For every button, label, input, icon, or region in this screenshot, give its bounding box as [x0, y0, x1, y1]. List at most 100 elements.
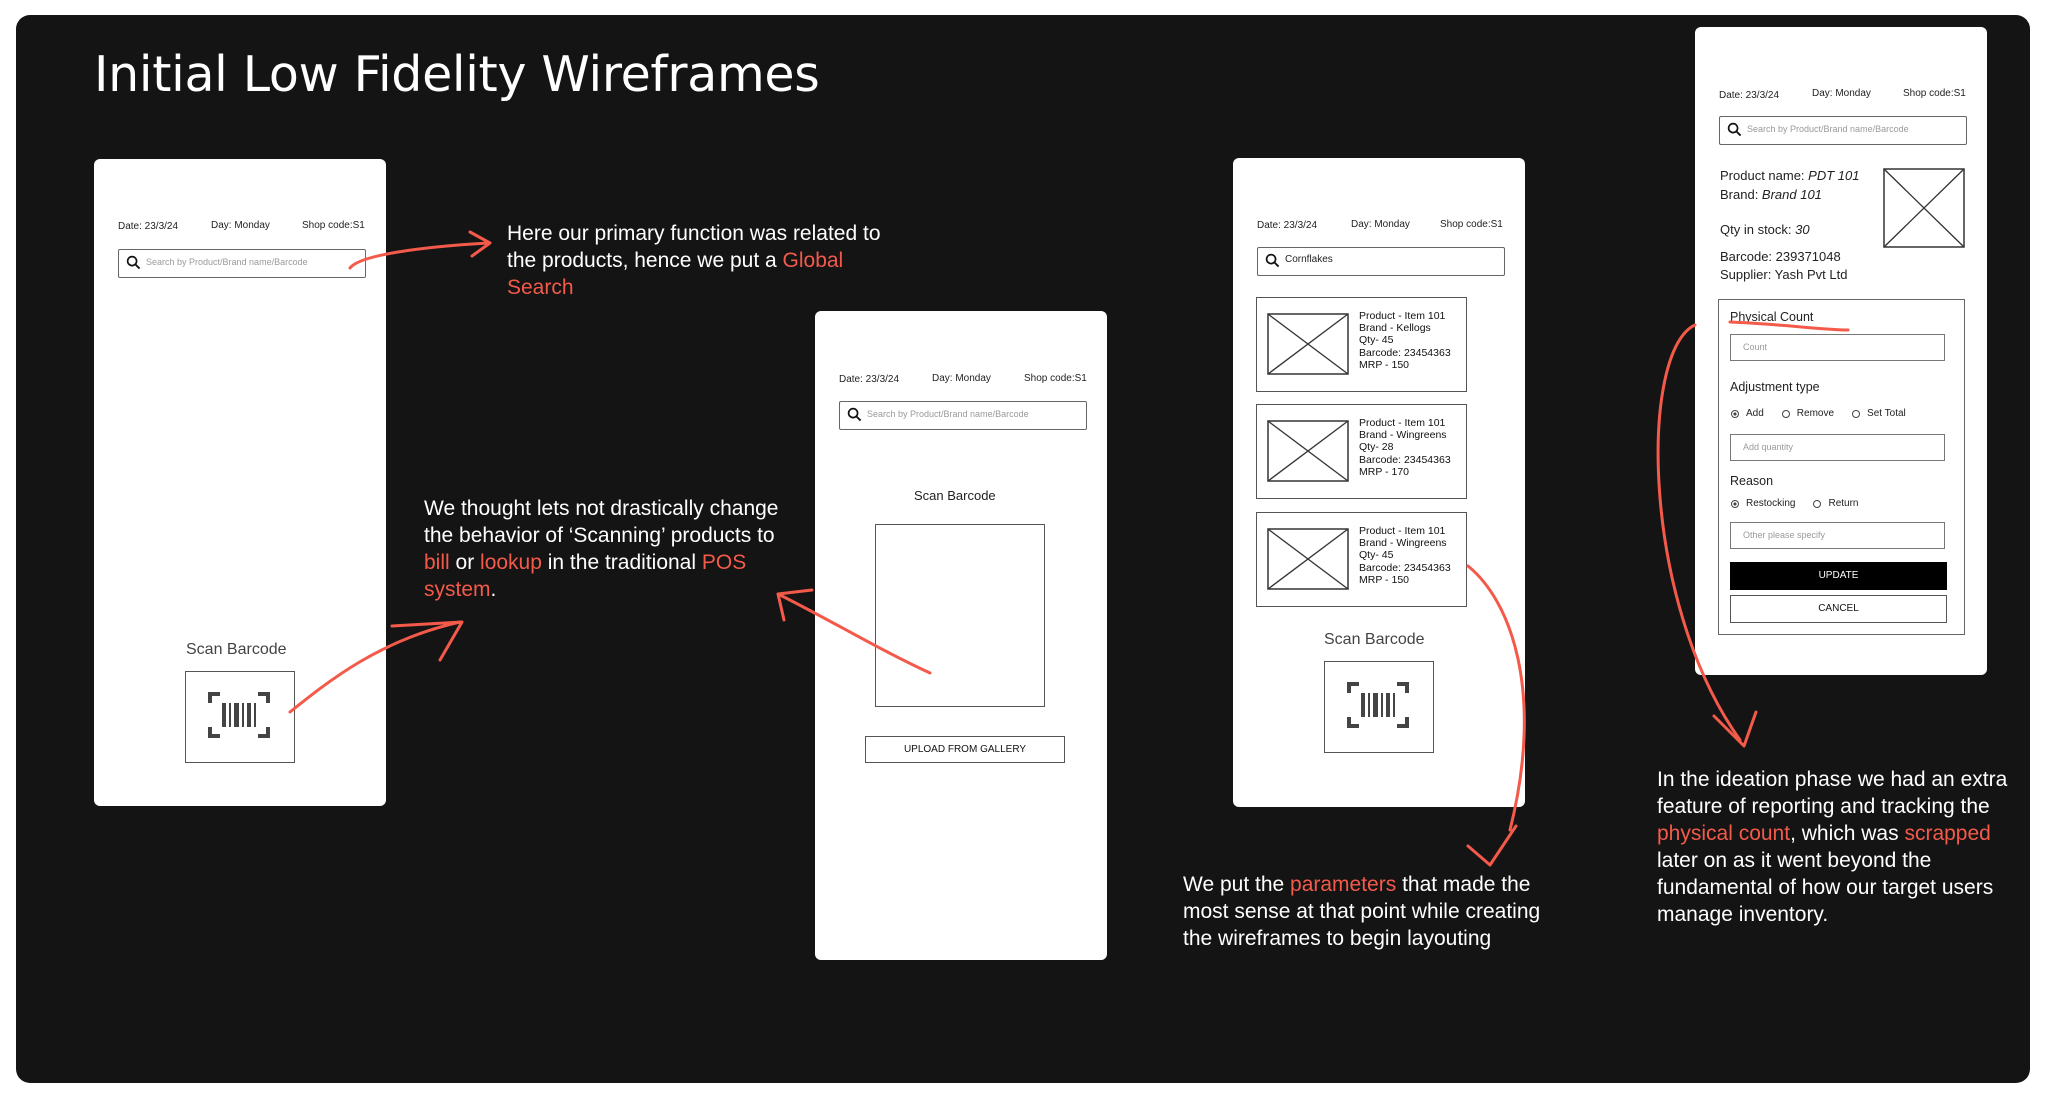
note-text: Here our primary function was related to… — [507, 222, 881, 272]
day-label: Day: Monday — [211, 220, 270, 231]
shop-code-label: Shop code:S1 — [302, 220, 365, 231]
result-qty: Qty- 28 — [1359, 441, 1394, 454]
camera-viewfinder — [875, 524, 1045, 707]
wireframe-search-results: Date: 23/3/24 Day: Monday Shop code:S1 C… — [1233, 158, 1525, 807]
image-placeholder-icon — [1267, 420, 1349, 482]
date-label: Date: 23/3/24 — [1257, 220, 1318, 231]
result-card[interactable]: Product - Item 101 Brand - Wingreens Qty… — [1256, 512, 1467, 607]
shop-code-label: Shop code:S1 — [1440, 219, 1503, 230]
search-icon — [1265, 253, 1280, 268]
search-icon — [126, 255, 141, 270]
note-parameters: We put the parameters that made the most… — [1183, 871, 1553, 952]
product-name: Product name: PDT 101 — [1720, 168, 1859, 183]
barcode-icon — [208, 692, 270, 738]
radio-unselected — [1781, 409, 1790, 418]
adjustment-add-radio[interactable]: Add — [1731, 408, 1764, 419]
image-placeholder-icon — [1267, 313, 1349, 375]
cancel-button[interactable]: CANCEL — [1730, 595, 1947, 623]
scan-barcode-label: Scan Barcode — [186, 641, 287, 658]
brand-label: Brand: — [1720, 187, 1762, 202]
radio-label: Restocking — [1746, 498, 1796, 509]
search-input[interactable]: Cornflakes — [1257, 247, 1505, 276]
note-text: or — [449, 551, 481, 574]
count-input[interactable]: Count — [1730, 334, 1945, 361]
result-product: Product - Item 101 — [1359, 310, 1446, 322]
image-placeholder-icon — [1267, 528, 1349, 590]
product-name-value: PDT 101 — [1808, 168, 1860, 183]
note-scanning: We thought lets not drastically change t… — [424, 495, 804, 603]
qty-value: 30 — [1795, 222, 1810, 237]
result-product: Product - Item 101 — [1359, 417, 1446, 429]
result-card[interactable]: Product - Item 101 Brand - Wingreens Qty… — [1256, 404, 1467, 499]
search-icon — [847, 407, 862, 422]
wireframe-home: Date: 23/3/24 Day: Monday Shop code:S1 S… — [94, 159, 386, 806]
note-highlight: lookup — [480, 551, 542, 574]
note-highlight: physical count — [1657, 822, 1791, 845]
radio-selected — [1731, 409, 1739, 418]
note-text: , which was — [1790, 822, 1905, 845]
search-placeholder: Search by Product/Brand name/Barcode — [1747, 124, 1909, 134]
result-barcode: Barcode: 23454363 — [1359, 453, 1451, 466]
qty-in-stock: Qty in stock: 30 — [1720, 222, 1810, 237]
result-mrp: MRP - 150 — [1359, 358, 1409, 371]
note-text: in the traditional — [541, 551, 702, 574]
search-placeholder: Search by Product/Brand name/Barcode — [867, 409, 1029, 419]
note-text: that made the most sense at that point w… — [1183, 873, 1541, 950]
result-qty: Qty- 45 — [1359, 549, 1394, 562]
note-highlight: Global Search — [507, 249, 844, 299]
day-label: Day: Monday — [1351, 219, 1410, 230]
other-reason-input[interactable]: Other please specify — [1730, 522, 1945, 549]
note-text: We thought lets not drastically change t… — [424, 497, 779, 547]
wireframe-product-detail: Date: 23/3/24 Day: Monday Shop code:S1 S… — [1695, 27, 1987, 675]
wireframe-scan: Date: 23/3/24 Day: Monday Shop code:S1 S… — [815, 311, 1107, 960]
search-value: Cornflakes — [1285, 254, 1333, 265]
search-input[interactable]: Search by Product/Brand name/Barcode — [118, 249, 366, 278]
shop-code-label: Shop code:S1 — [1903, 88, 1966, 99]
reason-restocking-radio[interactable]: Restocking — [1731, 498, 1795, 509]
result-brand: Brand - Kellogs — [1359, 322, 1431, 335]
adjustment-set-total-radio[interactable]: Set Total — [1852, 408, 1906, 419]
note-highlight: bill — [424, 551, 450, 574]
note-text: We put the — [1183, 873, 1291, 896]
result-card[interactable]: Product - Item 101 Brand - Kellogs Qty- … — [1256, 297, 1467, 392]
search-placeholder: Search by Product/Brand name/Barcode — [146, 257, 308, 267]
result-barcode: Barcode: 23454363 — [1359, 346, 1451, 359]
radio-selected — [1731, 499, 1739, 508]
image-placeholder-icon — [1883, 168, 1965, 248]
radio-label: Set Total — [1867, 408, 1906, 419]
physical-count-label: Physical Count — [1730, 310, 1814, 324]
scan-barcode-label: Scan Barcode — [1324, 631, 1425, 648]
result-mrp: MRP - 170 — [1359, 465, 1409, 478]
update-button[interactable]: UPDATE — [1730, 562, 1947, 590]
page-title: Initial Low Fidelity Wireframes — [94, 46, 820, 103]
date-label: Date: 23/3/24 — [839, 374, 900, 385]
scan-barcode-label: Scan Barcode — [914, 488, 996, 503]
qty-label: Qty in stock: — [1720, 222, 1796, 237]
search-input[interactable]: Search by Product/Brand name/Barcode — [839, 401, 1087, 430]
note-highlight: scrapped — [1904, 822, 1991, 845]
note-ideation: In the ideation phase we had an extra fe… — [1657, 766, 2017, 928]
scan-barcode-button[interactable] — [1324, 661, 1434, 753]
reason-label: Reason — [1730, 474, 1774, 488]
upload-from-gallery-button[interactable]: UPLOAD FROM GALLERY — [865, 736, 1065, 763]
radio-unselected — [1852, 409, 1861, 418]
result-details: Product - Item 101 Brand - Kellogs Qty- … — [1359, 310, 1451, 371]
product-name-label: Product name: — [1720, 168, 1809, 183]
note-global-search: Here our primary function was related to… — [507, 220, 882, 301]
result-brand: Brand - Wingreens — [1359, 429, 1447, 442]
day-label: Day: Monday — [932, 373, 991, 384]
result-product: Product - Item 101 — [1359, 525, 1446, 537]
barcode-icon — [1347, 682, 1409, 728]
note-text: . — [490, 578, 497, 601]
radio-label: Add — [1746, 408, 1764, 419]
date-label: Date: 23/3/24 — [118, 221, 179, 232]
adjustment-remove-radio[interactable]: Remove — [1781, 408, 1835, 419]
reason-return-radio[interactable]: Return — [1813, 498, 1858, 509]
search-input[interactable]: Search by Product/Brand name/Barcode — [1719, 116, 1967, 145]
search-icon — [1727, 122, 1742, 137]
scan-barcode-button[interactable] — [185, 671, 295, 763]
reason-options: Restocking Return — [1731, 498, 1858, 509]
radio-label: Remove — [1796, 408, 1835, 419]
add-quantity-input[interactable]: Add quantity — [1730, 434, 1945, 461]
result-barcode: Barcode: 23454363 — [1359, 561, 1451, 574]
